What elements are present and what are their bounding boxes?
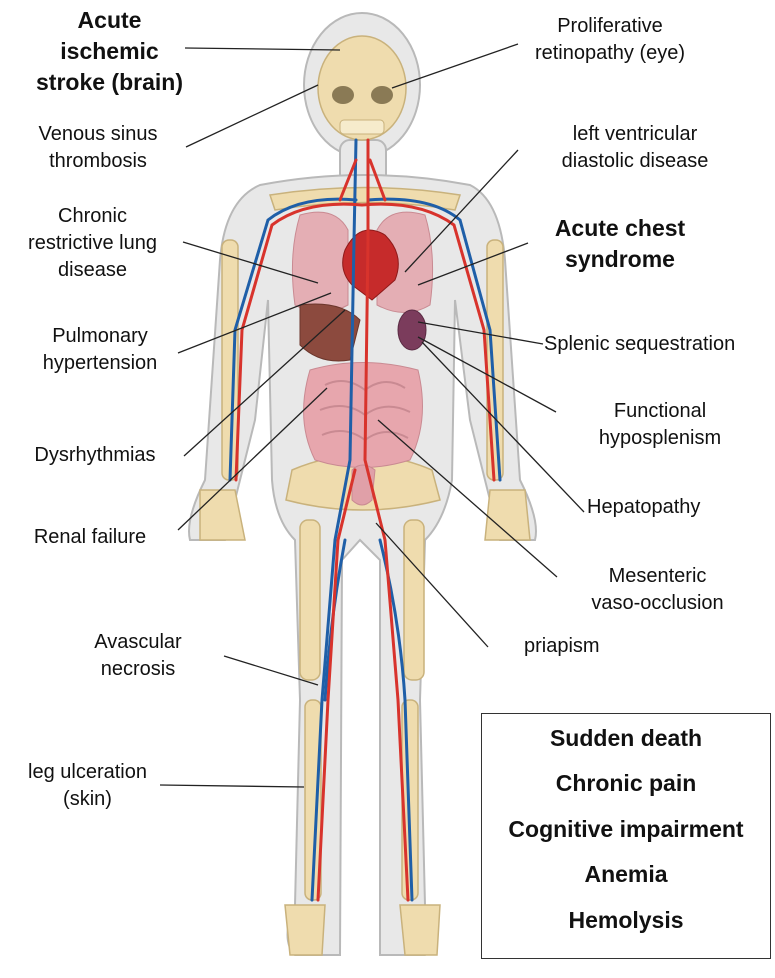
systemic-complications-box: Sudden death Chronic pain Cognitive impa… [481,713,771,959]
label-renal-failure: Renal failure [15,524,165,551]
label-leg-ulceration: leg ulceration (skin) [5,759,170,813]
label-mesenteric-vaso-occlusion: Mesenteric vaso-occlusion [570,563,745,617]
label-hepatopathy: Hepatopathy [587,494,737,521]
label-avascular-necrosis: Avascular necrosis [63,629,213,683]
label-splenic-sequestration: Splenic sequestration [544,331,774,358]
label-acute-ischemic-stroke: Acute ischemic stroke (brain) [32,5,187,98]
label-priapism: priapism [524,633,644,660]
label-proliferative-retinopathy: Proliferative retinopathy (eye) [515,13,705,67]
label-pulmonary-hypertension: Pulmonary hypertension [25,323,175,377]
summary-item-hemolysis: Hemolysis [482,906,770,934]
label-chronic-restrictive-lung-disease: Chronic restrictive lung disease [10,203,175,284]
intestines [304,363,423,468]
summary-item-sudden-death: Sudden death [482,724,770,752]
summary-item-cognitive-impairment: Cognitive impairment [482,815,770,843]
summary-item-chronic-pain: Chronic pain [482,769,770,797]
label-acute-chest-syndrome: Acute chest syndrome [530,213,710,275]
summary-item-anemia: Anemia [482,860,770,888]
label-dysrhythmias: Dysrhythmias [15,442,175,469]
label-functional-hyposplenism: Functional hyposplenism [575,398,745,452]
label-lv-diastolic-disease: left ventricular diastolic disease [535,121,735,175]
label-venous-sinus-thrombosis: Venous sinus thrombosis [18,121,178,175]
spleen [398,310,426,350]
